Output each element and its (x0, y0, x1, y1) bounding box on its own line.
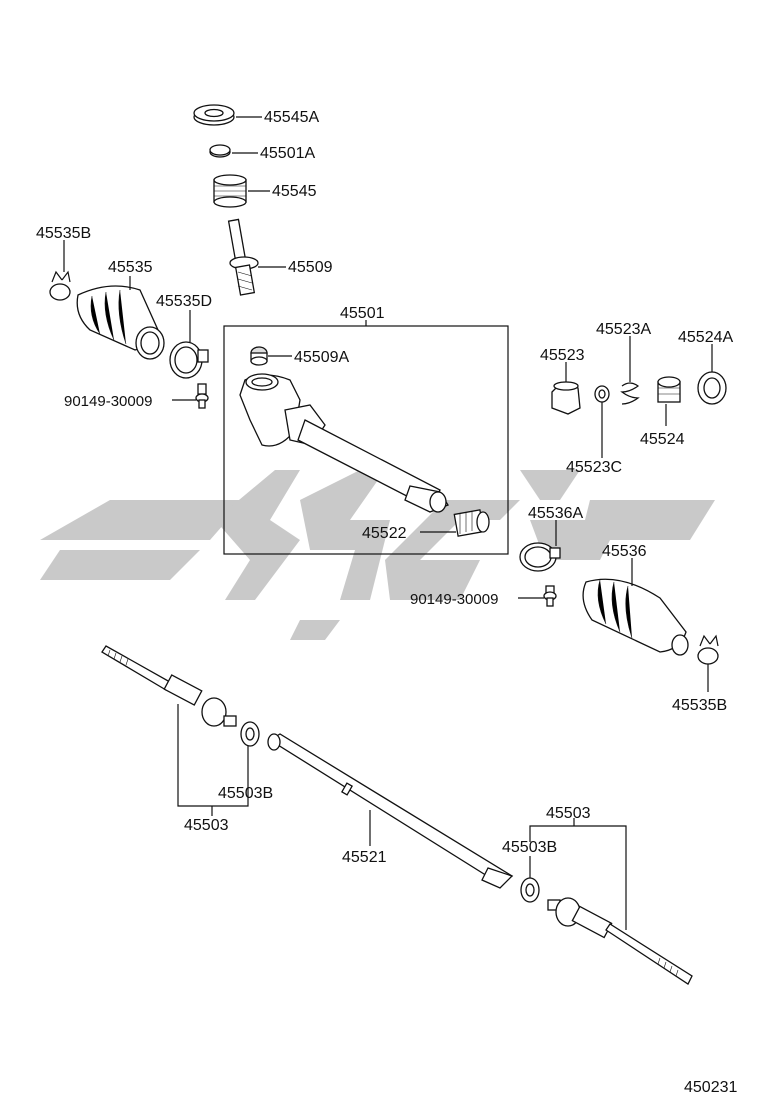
tie-rod-end-45503-right-part (547, 897, 693, 985)
label-45535B-left: 45535B (36, 225, 91, 242)
label-45545: 45545 (272, 183, 317, 200)
nut-45503B-right-part (520, 877, 540, 903)
band-45535D-part (169, 341, 209, 379)
label-45503-left: 45503 (184, 817, 229, 834)
label-45503B-right: 45503B (502, 839, 557, 856)
label-45535B-right: 45535B (672, 697, 727, 714)
label-90149-left: 90149-30009 (64, 393, 152, 410)
band-45536A-part (519, 542, 561, 572)
label-45523A: 45523A (596, 321, 651, 338)
label-45503B-left: 45503B (218, 785, 273, 802)
lock-nut-45545A-part (193, 104, 235, 126)
bolt-90149-left-part (195, 383, 209, 409)
rack-bar-45521-part (267, 733, 514, 889)
label-45521: 45521 (342, 849, 387, 866)
rack-guide-45523-part (551, 381, 581, 415)
label-90149-right: 90149-30009 (410, 591, 498, 608)
label-45536: 45536 (602, 543, 647, 560)
label-45509A: 45509A (294, 349, 349, 366)
label-45524A: 45524A (678, 329, 733, 346)
diagram-id: 450231 (684, 1079, 737, 1096)
label-45535: 45535 (108, 259, 153, 276)
washer-45523C-part (594, 385, 610, 403)
pinion-gear-45522-part (453, 509, 490, 537)
label-45503-right: 45503 (546, 805, 591, 822)
label-45522: 45522 (362, 525, 407, 542)
bolt-90149-right-part (543, 585, 557, 607)
nut-45503B-left-part (240, 721, 260, 747)
label-45501A: 45501A (260, 145, 315, 162)
clip-45535B-right-part (697, 634, 719, 665)
tie-rod-end-45503-left-part (101, 645, 237, 727)
label-45535D: 45535D (156, 293, 212, 310)
pinion-shaft-45509-part (227, 218, 259, 296)
boot-45536-right-part (582, 578, 689, 656)
label-45536A: 45536A (528, 505, 583, 522)
label-45524: 45524 (640, 431, 685, 448)
watermark-logo (40, 470, 715, 640)
label-45545A: 45545A (264, 109, 319, 126)
guide-plug-45524-part (657, 376, 681, 403)
label-45523C: 45523C (566, 459, 622, 476)
spring-45523A-part (620, 382, 640, 405)
adjusting-plug-45545-part (213, 174, 247, 208)
washer-45501A-part (209, 144, 231, 158)
rack-housing-45501-part (239, 346, 449, 513)
label-45509: 45509 (288, 259, 333, 276)
lock-nut-45524A-part (697, 371, 727, 405)
label-45501: 45501 (340, 305, 385, 322)
label-45523: 45523 (540, 347, 585, 364)
boot-45535-left-part (76, 285, 165, 360)
clip-45535B-left-part (49, 270, 71, 301)
